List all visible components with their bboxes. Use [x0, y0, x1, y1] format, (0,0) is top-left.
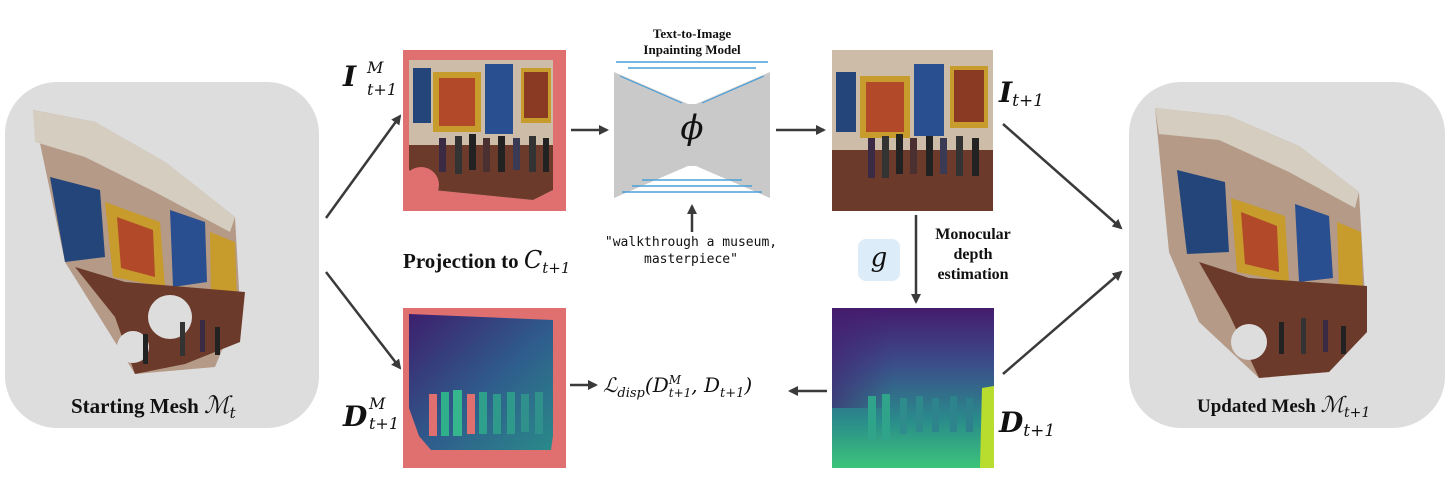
- projected-image: [403, 50, 566, 211]
- projected-depth-symbol: D: [343, 400, 368, 433]
- projected-image-sub: t+1: [367, 80, 398, 99]
- projection-sub: t+1: [542, 259, 571, 278]
- depth-estimator-box: g: [858, 239, 900, 281]
- loss-arg2: D: [703, 373, 721, 397]
- estimated-depth: [832, 308, 994, 468]
- projected-image-label: I M t+1: [343, 58, 397, 99]
- depth-estimator-label: Monocular depth estimation: [924, 225, 1022, 285]
- inpainted-image-label: It+1: [999, 76, 1044, 111]
- inpainting-model-title-line2: Inpainting Model: [643, 42, 741, 57]
- projected-depth-sub: t+1: [369, 414, 400, 433]
- loss-comma: ,: [691, 373, 704, 397]
- estimated-depth-symbol: D: [999, 406, 1024, 439]
- updated-mesh-render: [1155, 108, 1367, 378]
- inpainting-model-title-line1: Text-to-Image: [652, 26, 732, 41]
- projection-symbol: C: [523, 246, 543, 274]
- depth-estimator-symbol: g: [870, 243, 888, 273]
- arrow-mesh-to-projected-depth: [325, 271, 402, 370]
- depth-estimator-label-line1: Monocular: [935, 226, 1011, 243]
- inpainting-model-title: Text-to-Image Inpainting Model: [612, 26, 772, 58]
- loss-arg1-sub: t+1: [668, 385, 692, 400]
- depth-estimator-label-line2: depth: [953, 246, 993, 263]
- projected-depth-label: D M t+1: [343, 394, 399, 433]
- inpainting-model-symbol: ϕ: [680, 108, 704, 148]
- loss-sub: disp: [617, 386, 645, 401]
- updated-mesh-label: Updated Mesh ℳt+1: [1197, 393, 1370, 421]
- loss-arg1: D: [652, 373, 669, 397]
- starting-mesh-sub: t: [229, 404, 236, 423]
- updated-mesh-symbol: ℳ: [1320, 393, 1345, 418]
- loss-close-paren: ): [744, 373, 753, 397]
- prompt-line2: masterpiece": [644, 252, 738, 267]
- projected-image-render: [403, 60, 553, 203]
- starting-mesh-card: Starting Mesh ℳt: [5, 82, 319, 428]
- estimated-depth-label: Dt+1: [999, 406, 1055, 441]
- arrow-mesh-to-projected-image: [324, 114, 402, 219]
- arrow-depth-to-updated-mesh: [1002, 270, 1123, 375]
- inpainted-image: [832, 50, 993, 211]
- projected-image-sup: M: [367, 58, 384, 77]
- updated-mesh-card: Updated Mesh ℳt+1: [1129, 82, 1445, 428]
- inpainting-model-diagram: [614, 61, 770, 198]
- loss-arg2-sub: t+1: [720, 386, 745, 401]
- loss-arg1-sup: M: [668, 372, 682, 387]
- projected-depth-render: [409, 314, 553, 450]
- loss-open-paren: (: [644, 373, 653, 397]
- projection-label: Projection to Ct+1: [403, 246, 570, 277]
- prompt-line1: "walkthrough a museum,: [604, 235, 778, 250]
- projected-depth: [403, 308, 566, 468]
- estimated-depth-sub: t+1: [1023, 421, 1056, 442]
- prompt-text: "walkthrough a museum, masterpiece": [586, 234, 796, 268]
- inpainted-image-sub: t+1: [1012, 91, 1045, 112]
- updated-mesh-text: Updated Mesh: [1197, 396, 1316, 417]
- arrow-inpainted-to-updated-mesh: [1002, 123, 1123, 230]
- starting-mesh-label: Starting Mesh ℳt: [71, 391, 236, 422]
- starting-mesh-text: Starting Mesh: [71, 394, 199, 418]
- inpainted-image-symbol: I: [999, 76, 1013, 109]
- starting-mesh-render: [33, 110, 245, 374]
- projected-depth-sup: M: [369, 394, 386, 413]
- starting-mesh-symbol: ℳ: [204, 391, 230, 419]
- loss-symbol: ℒ: [603, 373, 618, 397]
- projected-image-symbol: I: [343, 60, 357, 93]
- projection-text: Projection to: [403, 249, 519, 273]
- inpainted-image-render: [832, 50, 993, 211]
- depth-estimator-label-line3: estimation: [937, 266, 1009, 283]
- estimated-depth-render: [832, 308, 994, 468]
- updated-mesh-sub: t+1: [1344, 404, 1371, 421]
